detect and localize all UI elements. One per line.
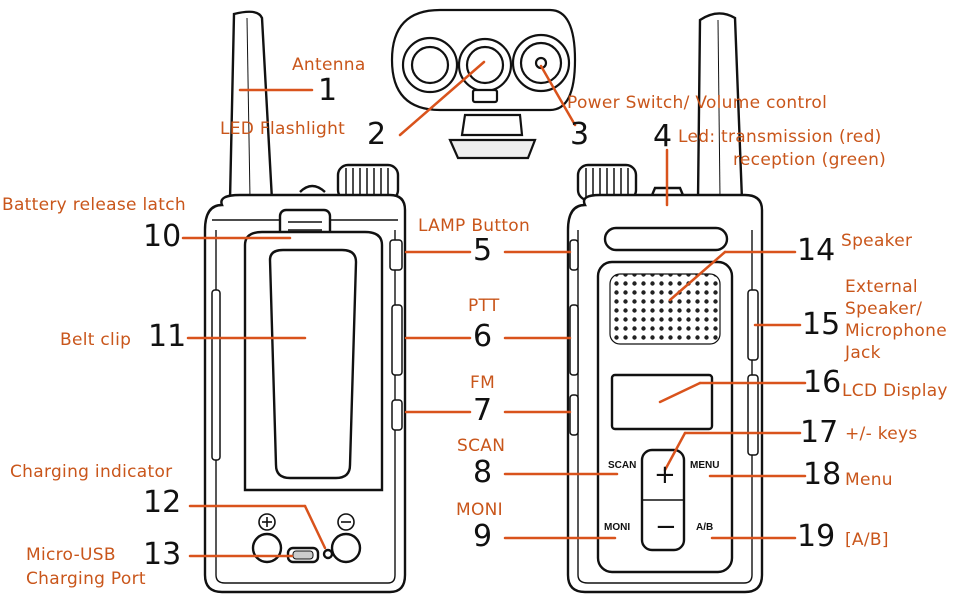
top-view	[390, 8, 577, 160]
callout-number-16: 16	[803, 365, 842, 400]
callout-label-charging-indicator: Charging indicator	[10, 462, 173, 482]
callout-label-menu: Menu	[845, 470, 893, 490]
callout-label-lamp-button: LAMP Button	[418, 216, 531, 236]
callout-label-ext-3: Microphone	[845, 321, 947, 341]
callout-label-ext-1: External	[845, 277, 918, 297]
led-lens-icon	[465, 45, 505, 85]
antenna-icon	[228, 10, 274, 202]
minus-key: −	[655, 512, 677, 542]
callout-label-ext-4: Jack	[845, 343, 881, 363]
callout-label-fm: FM	[470, 373, 496, 393]
callout-number-5: 5	[473, 233, 493, 268]
callout-label-scan: SCAN	[457, 436, 506, 456]
callout-number-11: 11	[148, 319, 187, 354]
callout-number-8: 8	[473, 455, 493, 490]
belt-clip-icon	[268, 248, 358, 480]
scan-key-label: SCAN	[608, 460, 637, 471]
callout-label-moni: MONI	[456, 500, 503, 520]
callout-label-keys: +/- keys	[845, 424, 918, 444]
callout-label-speaker: Speaker	[841, 231, 913, 251]
callout-label-led-flashlight: LED Flashlight	[220, 119, 346, 139]
callout-label-ab: [A/B]	[845, 530, 889, 550]
callout-number-18: 18	[803, 457, 842, 492]
ab-key-label: A/B	[696, 522, 714, 533]
callout-number-12: 12	[143, 485, 182, 520]
front-view	[566, 12, 764, 594]
callout-label-belt-clip: Belt clip	[60, 330, 132, 350]
callout-number-9: 9	[473, 519, 493, 554]
callout-label-led-status-2: reception (green)	[733, 150, 887, 170]
callout-number-13: 13	[143, 537, 182, 572]
callout-number-7: 7	[473, 393, 493, 428]
callout-number-3: 3	[570, 117, 590, 152]
callout-number-1: 1	[318, 73, 338, 108]
callout-number-6: 6	[473, 319, 493, 354]
callout-number-2: 2	[367, 117, 387, 152]
callout-label-battery-latch: Battery release latch	[2, 195, 186, 215]
callout-number-15: 15	[802, 307, 841, 342]
speaker-grille-icon	[609, 273, 721, 345]
callout-label-ext-2: Speaker/	[845, 299, 923, 319]
back-view	[203, 10, 407, 594]
callout-label-usb-1: Micro-USB	[26, 545, 116, 565]
callout-number-19: 19	[797, 519, 836, 554]
leader-lines	[181, 60, 807, 558]
callout-label-usb-2: Charging Port	[26, 569, 146, 589]
antenna-right-icon	[696, 12, 744, 202]
moni-key-label: MONI	[604, 522, 631, 533]
menu-key-label: MENU	[690, 460, 720, 471]
plus-key: +	[654, 460, 676, 490]
callout-label-antenna: Antenna	[292, 55, 366, 75]
charging-indicator-icon	[322, 548, 334, 560]
callout-number-17: 17	[800, 415, 839, 450]
callout-number-10: 10	[143, 219, 182, 254]
callout-label-led-status-1: Led: transmission (red)	[678, 127, 882, 147]
callout-label-ptt: PTT	[468, 296, 500, 316]
callout-number-4: 4	[653, 119, 673, 154]
callout-label-power-switch: Power Switch/ Volume control	[567, 93, 828, 113]
callout-label-lcd: LCD Display	[842, 381, 948, 401]
callout-number-14: 14	[797, 233, 836, 268]
